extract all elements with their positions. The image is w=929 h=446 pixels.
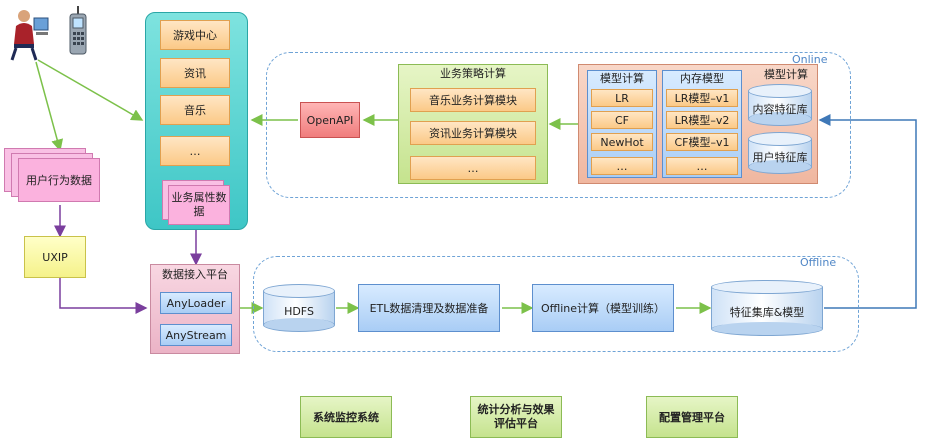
config-label: 配置管理平台 (659, 411, 725, 424)
user-at-computer-icon (10, 10, 49, 61)
attr-data-docs: 业务属性数据 (162, 180, 232, 226)
features-label: 特征集库&模型 (729, 306, 805, 319)
model-left-item-0: LR (591, 89, 653, 107)
uxip-label: UXIP (42, 250, 68, 264)
mobile-phone-icon (69, 6, 87, 55)
model-left-item-3: … (591, 157, 653, 175)
offline-region (253, 256, 859, 352)
attr-data-label: 业务属性数据 (171, 191, 227, 218)
app-item-label: … (189, 144, 201, 158)
config-platform-box: 配置管理平台 (646, 396, 738, 438)
openapi-box: OpenAPI (300, 102, 360, 138)
ingest-item-label: AnyLoader (166, 296, 226, 310)
train-label: Offline计算（模型训练） (540, 302, 666, 315)
module-label: 音乐业务计算模块 (429, 94, 517, 107)
model-item-label: LR (615, 91, 629, 105)
stats-platform-box: 统计分析与效果评估平台 (470, 396, 562, 438)
ingest-item-1: AnyStream (160, 324, 232, 346)
business-module-0: 音乐业务计算模块 (410, 88, 536, 112)
model-item-label: NewHot (600, 135, 644, 149)
monitor-label: 系统监控系统 (313, 411, 379, 424)
app-item-1: 资讯 (160, 58, 230, 88)
model-middle-item-3: … (666, 157, 738, 175)
ingest-item-0: AnyLoader (160, 292, 232, 314)
content-feature-store: 内容特征库 (748, 84, 812, 126)
online-label: Online (792, 53, 828, 66)
business-module-2: … (410, 156, 536, 180)
model-item-label: … (696, 159, 708, 173)
model-middle-item-2: CF模型–v1 (666, 133, 738, 151)
hdfs-store: HDFS (263, 284, 335, 332)
openapi-label: OpenAPI (306, 113, 354, 127)
ingest-item-label: AnyStream (165, 328, 227, 342)
arrow-features-to-online (818, 114, 917, 309)
module-label: … (467, 161, 479, 175)
model-middle-item-0: LR模型–v1 (666, 89, 738, 107)
model-left-item-2: NewHot (591, 133, 653, 151)
app-item-label: 音乐 (184, 104, 206, 117)
uxip-box: UXIP (24, 236, 86, 278)
feature-model-store: 特征集库&模型 (711, 280, 823, 336)
model-middle-item-1: LR模型–v2 (666, 111, 738, 129)
stats-label: 统计分析与效果评估平台 (477, 403, 555, 430)
ingest-title: 数据接入平台 (162, 268, 228, 281)
app-item-3: … (160, 136, 230, 166)
store-label: 内容特征库 (752, 103, 808, 116)
offline-label: Offline (800, 256, 837, 269)
business-calc-title: 业务策略计算 (440, 67, 506, 80)
app-item-2: 音乐 (160, 95, 230, 125)
arrow-user-to-apps (37, 59, 144, 121)
user-behavior-label: 用户行为数据 (26, 174, 92, 187)
online-region (266, 52, 851, 198)
user-behavior-data: 用户行为数据 (4, 148, 100, 204)
etl-label: ETL数据清理及数据准备 (369, 302, 489, 315)
model-item-label: LR模型–v2 (674, 114, 730, 127)
model-item-label: CF (614, 113, 629, 127)
user-feature-store: 用户特征库 (748, 132, 812, 174)
model-left-item-1: CF (591, 111, 653, 129)
offline-train-box: Offline计算（模型训练） (532, 284, 674, 332)
model-item-label: … (616, 159, 628, 173)
arrow-user-to-behavior (35, 61, 64, 152)
arrow-uxip-to-ingest (59, 278, 148, 314)
model-calc-title: 模型计算 (764, 68, 808, 81)
model-left-title: 模型计算 (600, 72, 644, 85)
etl-box: ETL数据清理及数据准备 (358, 284, 500, 332)
app-item-0: 游戏中心 (160, 20, 230, 50)
model-item-label: CF模型–v1 (674, 136, 730, 149)
hdfs-label: HDFS (284, 304, 314, 318)
model-middle-title: 内存模型 (680, 72, 724, 85)
app-item-label: 游戏中心 (173, 29, 217, 42)
store-label: 用户特征库 (752, 151, 808, 164)
module-label: 资讯业务计算模块 (429, 127, 517, 140)
business-module-1: 资讯业务计算模块 (410, 121, 536, 145)
app-item-label: 资讯 (184, 67, 206, 80)
monitor-system-box: 系统监控系统 (300, 396, 392, 438)
model-item-label: LR模型–v1 (674, 92, 730, 105)
